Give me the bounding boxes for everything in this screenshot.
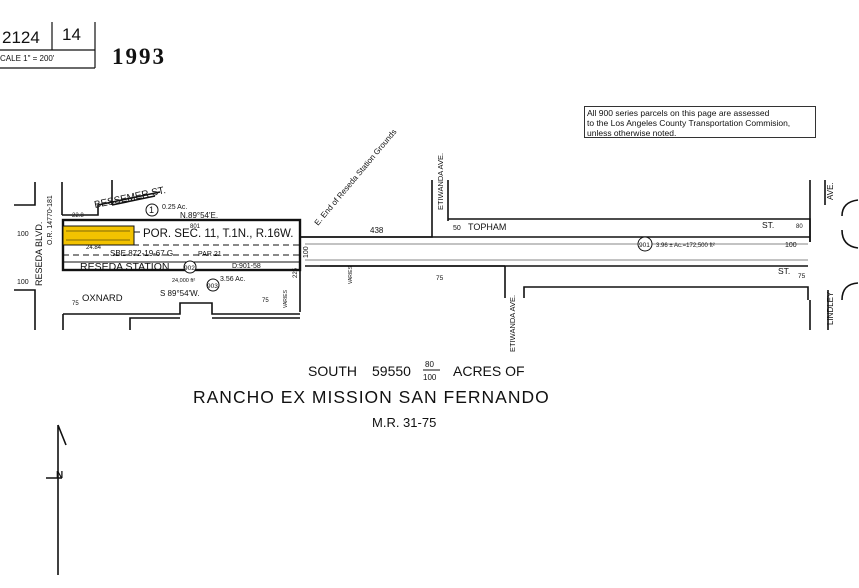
row-bottom-line	[305, 265, 809, 300]
circle-1-label: 1	[149, 205, 154, 215]
dim-varies-1: VARIES	[348, 265, 354, 284]
dim-22: 22.8	[72, 213, 84, 219]
topham-st-label: ST.	[762, 220, 774, 230]
parcel-901-label: 901	[639, 242, 650, 249]
lindley-ave-label: AVE.	[826, 182, 835, 200]
title-rancho: RANCHO EX MISSION SAN FERNANDO	[193, 387, 550, 407]
page-number: 14	[62, 25, 81, 44]
lindley-label: LINDLEY	[826, 291, 835, 325]
oxnard-street-lines	[62, 270, 301, 330]
dim-24: 24.84	[86, 245, 102, 251]
area-24000-label: 24,000 ft²	[172, 278, 195, 284]
sbe-label: SBE 872-19-67 G	[110, 249, 173, 258]
dim-75-a: 75	[436, 275, 444, 282]
etiwanda-bottom-label: ETIWANDA AVE.	[508, 295, 517, 352]
por-sec-label: POR. SEC. 11, T.1N., R.16W.	[143, 228, 293, 240]
parcel-circle-1	[145, 203, 159, 217]
parcel-circle-902	[183, 260, 197, 274]
dim-100-b: 100	[17, 279, 29, 286]
etiwanda-top-label: ETIWANDA AVE.	[436, 153, 445, 210]
area-356-label: 3.56 Ac.	[220, 276, 245, 283]
parcel-903-label: 903	[207, 283, 218, 290]
etiwanda-top-lines	[431, 180, 449, 216]
highlight-detail	[66, 230, 130, 241]
dim-100-c: 100	[303, 246, 310, 258]
parcel-circle-903	[206, 278, 220, 292]
oxnard-label: OXNARD	[82, 293, 123, 304]
dim-801: 801	[190, 224, 201, 230]
note-line-2: to the Los Angeles County Transportation…	[587, 118, 791, 128]
parcel-902-label: 902	[184, 265, 195, 272]
highlighted-parcel	[62, 225, 135, 246]
title-mr: M.R. 31-75	[372, 415, 436, 430]
area-396-label: 3.96 ± Ac.=172,500 ft²	[656, 243, 715, 249]
north-label: N	[56, 470, 63, 481]
area-025-label: 0.25 Ac.	[162, 204, 187, 211]
title-acres-num: 59550	[372, 363, 411, 379]
par21-label: PAR 21	[198, 251, 222, 258]
topham-label: TOPHAM	[468, 222, 506, 232]
parcel-circle-901	[637, 236, 653, 252]
bessemer-street-lines	[61, 180, 161, 216]
dim-50: 50	[453, 225, 461, 232]
dim-varies-2: VARIES	[283, 289, 289, 308]
reseda-ref-label: O.R. 14770-181	[47, 195, 54, 245]
dim-75-c: 75	[798, 273, 806, 280]
year-label: 1993	[112, 44, 166, 69]
dim-225: 225	[293, 267, 299, 278]
title-frac-top: 80	[425, 360, 434, 369]
reseda-blvd-lines	[14, 182, 36, 330]
reseda-station-label: RESEDA STATION	[80, 261, 169, 273]
end-reseda-label: E. End of Reseda Station Grounds	[313, 127, 399, 227]
scale-label: CALE 1" = 200'	[0, 54, 55, 63]
bearing-bottom-label: S 89°54'W.	[160, 289, 199, 298]
header-box-lines	[0, 22, 96, 69]
dim-438: 438	[370, 226, 384, 235]
dim-100-d: 100	[785, 242, 797, 249]
reseda-blvd-label: RESEDA BLVD.	[34, 222, 44, 286]
note-line-3: unless otherwise noted.	[587, 128, 677, 138]
st75-label: ST.	[778, 266, 790, 276]
bearing-top-label: N.89°54'E.	[180, 211, 218, 220]
lindley-lines	[809, 180, 829, 330]
title-acres-of: ACRES OF	[453, 363, 525, 379]
north-arrow	[46, 424, 67, 575]
dim-75-d: 75	[262, 298, 269, 304]
book-number: 2124	[2, 28, 40, 47]
assessment-note: All 900 series parcels on this page are …	[584, 106, 816, 138]
dim-100-a: 100	[17, 231, 29, 238]
dim-80: 80	[796, 224, 803, 230]
dim-75-b: 75	[72, 301, 79, 307]
d-ref-label: D:901-58	[232, 263, 261, 270]
title-frac-bottom: 100	[423, 373, 437, 382]
right-edge-lines	[841, 199, 859, 301]
note-line-1: All 900 series parcels on this page are …	[587, 108, 770, 118]
title-south: SOUTH	[308, 363, 357, 379]
